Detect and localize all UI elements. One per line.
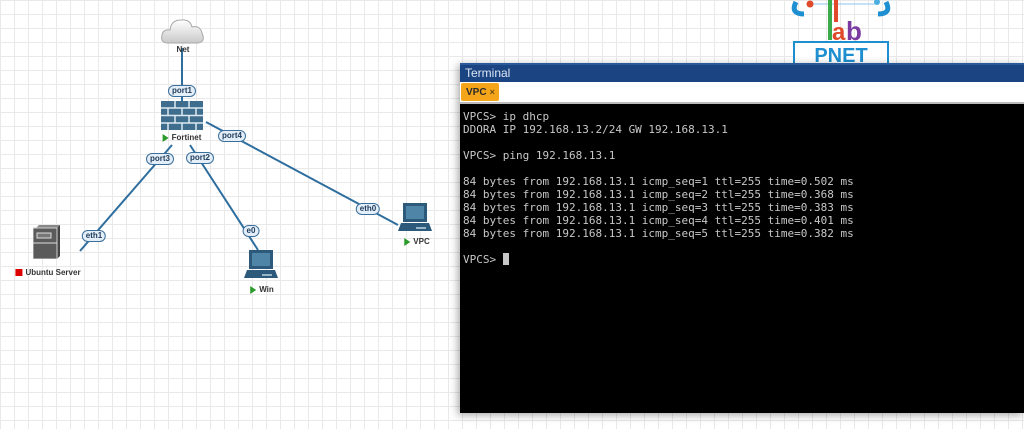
interface-label-port3[interactable]: port3 — [146, 153, 174, 165]
terminal-line: 84 bytes from 192.168.13.1 icmp_seq=5 tt… — [463, 227, 854, 240]
interface-label-e0[interactable]: e0 — [242, 225, 260, 237]
interface-label-eth0[interactable]: eth0 — [355, 203, 381, 215]
terminal-line: 84 bytes from 192.168.13.1 icmp_seq=4 tt… — [463, 214, 854, 227]
computer-icon — [398, 203, 432, 231]
interface-label-port4[interactable]: port4 — [218, 130, 246, 142]
terminal-line: 84 bytes from 192.168.13.1 icmp_seq=1 tt… — [463, 175, 854, 188]
label-text: Fortinet — [171, 133, 202, 142]
terminal-line: VPCS> ping 192.168.13.1 — [463, 149, 616, 162]
running-status-icon — [162, 133, 169, 142]
terminal-prompt: VPCS> — [463, 253, 503, 266]
node-fortinet[interactable] — [161, 101, 203, 130]
terminal-prompt-line[interactable]: VPCS> — [463, 253, 1024, 266]
terminal-line: VPCS> ip dhcp — [463, 110, 550, 123]
logo-lab-a: a — [832, 19, 846, 46]
label-text: VPC — [413, 237, 430, 246]
tab-close-icon[interactable]: × — [489, 87, 495, 97]
running-status-icon — [404, 237, 411, 246]
computer-icon — [244, 250, 278, 278]
node-net[interactable] — [160, 15, 206, 45]
terminal-tab-vpc[interactable]: VPC× — [461, 83, 499, 101]
terminal-title: Terminal — [465, 66, 511, 80]
firewall-icon — [161, 101, 203, 130]
terminal-line — [463, 136, 1024, 149]
label-text: Ubuntu Server — [25, 268, 81, 277]
node-ubuntu-server[interactable] — [32, 225, 61, 260]
terminal-title-bar[interactable]: Terminal — [460, 63, 1024, 82]
terminal-tab-bar: VPC× — [460, 82, 1024, 104]
node-ubuntu-server-label: Ubuntu Server — [15, 268, 81, 277]
node-vpc-label: VPC — [404, 237, 430, 246]
logo-pnet-text: PNET — [814, 45, 867, 64]
tab-label: VPC — [466, 87, 487, 98]
node-fortinet-label: Fortinet — [162, 133, 202, 142]
cloud-icon — [161, 19, 204, 44]
terminal-cursor — [502, 253, 509, 265]
interface-label-port1[interactable]: port1 — [168, 85, 196, 97]
logo-graphic: a b PNET — [791, 0, 891, 67]
stopped-status-icon — [15, 269, 23, 276]
interface-label-eth1[interactable]: eth1 — [81, 230, 107, 242]
node-win-label: Win — [250, 285, 274, 294]
label-text: Net — [176, 45, 190, 54]
terminal-line: DDORA IP 192.168.13.2/24 GW 192.168.13.1 — [463, 123, 728, 136]
running-status-icon — [250, 285, 257, 294]
pnetlab-logo: a b PNET — [786, 0, 896, 67]
terminal-line: 84 bytes from 192.168.13.1 icmp_seq=2 tt… — [463, 188, 854, 201]
terminal-line — [463, 240, 1024, 253]
node-win[interactable] — [244, 250, 278, 280]
server-icon — [32, 225, 60, 260]
interface-label-port2[interactable]: port2 — [186, 152, 214, 164]
terminal-line: 84 bytes from 192.168.13.1 icmp_seq=3 tt… — [463, 201, 854, 214]
node-vpc[interactable] — [398, 203, 432, 233]
logo-lab-b: b — [846, 16, 862, 46]
terminal-line — [463, 162, 1024, 175]
node-net-label: Net — [177, 45, 190, 54]
label-text: Win — [259, 285, 274, 294]
